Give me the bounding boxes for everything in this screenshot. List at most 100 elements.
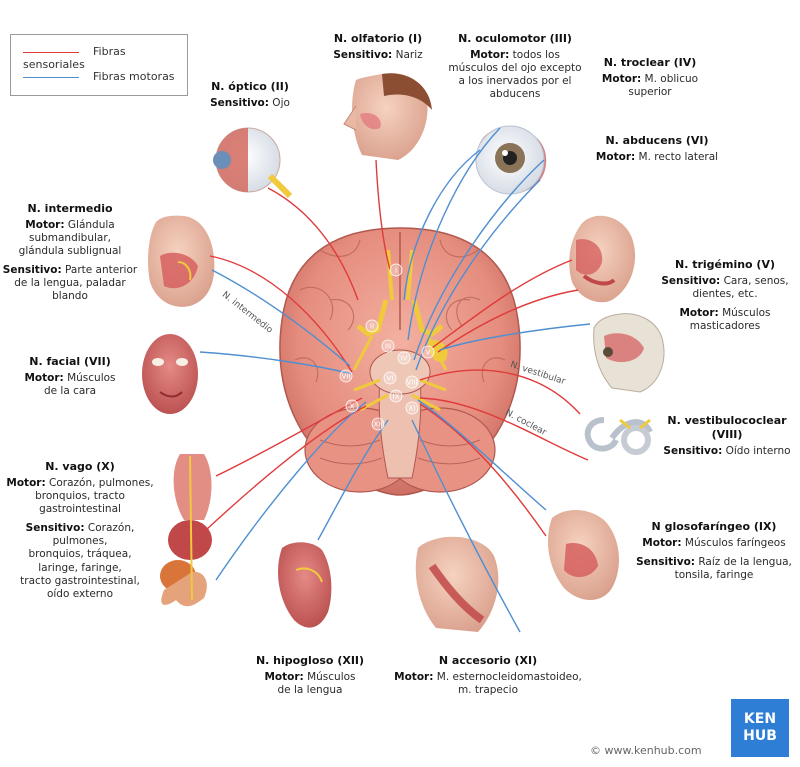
- vagus-motor-line: [215, 401, 367, 581]
- facial-title: N. facial (VII): [29, 355, 111, 368]
- olfactory-line: [375, 159, 391, 271]
- facial-key: Motor:: [24, 371, 64, 384]
- trigeminal-sensory-line: [431, 259, 573, 349]
- oculomotor-value: todos los: [509, 48, 560, 61]
- numeral-marker-bg: [381, 339, 395, 353]
- hypoglossal-line: [317, 419, 389, 541]
- trochlear-line: [407, 127, 501, 341]
- numeral-marker-xi: XI: [409, 405, 416, 413]
- numeral-marker-xii: XII: [374, 421, 383, 429]
- numeral-marker-ii: II: [370, 323, 374, 331]
- hypoglossal-value: Músculos: [303, 670, 356, 683]
- label-oculomotor: N. oculomotor (III) Motor: todos los mús…: [440, 32, 590, 101]
- numeral-marker-bg: [339, 369, 353, 383]
- label-optic: N. óptico (II) Sensitivo: Ojo: [190, 80, 310, 110]
- brain-illustration: [279, 227, 521, 496]
- numeral-marker-bg: [397, 351, 411, 365]
- numeral-marker-vii: VII: [342, 373, 351, 381]
- oculomotor-line3: a los inervados por el: [458, 75, 572, 87]
- vestibular-line: [419, 369, 581, 415]
- vagus-line7: tracto gastrointestinal,: [20, 574, 140, 587]
- trigeminal-head-illustration: [569, 215, 636, 303]
- glossopharyngeal-line3: tonsila, faringe: [674, 569, 754, 581]
- label-glossopharyngeal: N glosofaríngeo (IX) Motor: Músculos far…: [630, 520, 798, 582]
- abducens-title: N. abducens (VI): [605, 134, 709, 147]
- intermediate-line5: de la lengua, paladar: [14, 277, 126, 290]
- olfactory-title: N. olfatorio (I): [333, 32, 423, 45]
- brand-line2: HUB: [743, 728, 777, 744]
- cochlear-line: [419, 397, 589, 461]
- label-hypoglossal: N. hipogloso (XII) Motor: Músculos de la…: [250, 654, 370, 697]
- numeral-marker-bg: [389, 263, 403, 277]
- label-vestibulocochlear: N. vestibulococlear (VIII) Sensitivo: Oí…: [654, 414, 800, 458]
- numeral-marker-vi: VI: [387, 375, 394, 383]
- abducens-value: M. recto lateral: [635, 150, 719, 163]
- brand-line1: KEN: [743, 711, 777, 727]
- trochlear-value: M. oblicuo: [641, 72, 699, 85]
- vagus-line5: bronquios, tráquea,: [28, 548, 132, 561]
- legend: Fibras sensoriales Fibras motoras: [10, 34, 188, 96]
- intermediate-sensory-value: Parte anterior: [61, 264, 138, 277]
- glossopharyngeal-motor-line: [417, 399, 547, 511]
- vagus-sensory-key: Sensitivo:: [25, 522, 85, 535]
- intermediate-line2: submandibular,: [28, 231, 112, 244]
- trigeminal-motor-line: [439, 323, 591, 351]
- numeral-marker-bg: [405, 375, 419, 389]
- vestibulocochlear-key: Sensitivo:: [663, 444, 723, 457]
- vagus-motor-value: Corazón, pulmones,: [45, 476, 154, 489]
- facial-value: Músculos: [63, 371, 116, 384]
- abducens-line: [413, 159, 545, 361]
- trigeminal-motor-key: Motor:: [679, 307, 719, 319]
- accessory-key: Motor:: [394, 670, 434, 683]
- intermediate-sensory-line: [209, 255, 353, 373]
- abducens-key: Motor:: [595, 150, 636, 163]
- label-accessory: N accesorio (XI) Motor: M. esternocleido…: [388, 654, 588, 697]
- vestibulocochlear-title: N. vestibulococlear (VIII): [667, 414, 787, 441]
- numeral-marker-x: X: [350, 403, 355, 411]
- glossopharyngeal-sensory-line: [419, 403, 547, 537]
- oculomotor-line2: músculos del ojo excepto: [448, 61, 582, 74]
- intermediate-title: N. intermedio: [27, 202, 113, 215]
- neck-illustration: [415, 536, 499, 632]
- glossopharyngeal-sensory-value: Raíz de la lengua,: [695, 555, 792, 568]
- numeral-marker-viii: VIII: [407, 379, 418, 387]
- legend-sensory-label: Fibras sensoriales: [23, 45, 126, 71]
- optic-value: Ojo: [268, 96, 290, 109]
- intermediate-line6: blando: [52, 290, 88, 303]
- vagus-sensory-value: Corazón, pulmones,: [52, 522, 135, 548]
- kenhub-logo: KEN HUB: [731, 699, 789, 757]
- vagus-sensory-line-2: [205, 405, 367, 531]
- olfactory-key: Sensitivo:: [333, 48, 393, 61]
- facial-muscles-illustration: [142, 334, 198, 414]
- numeral-marker-bg: [389, 389, 403, 403]
- trochlear-line2: superior: [628, 85, 672, 98]
- olfactory-value: Nariz: [392, 48, 423, 61]
- trigeminal-sensory-line-2: [437, 289, 579, 353]
- intermediate-face-illustration: [148, 215, 215, 307]
- glossopharyngeal-sensory-key: Sensitivo:: [636, 555, 695, 568]
- trigeminal-title: N. trigémino (V): [674, 258, 776, 271]
- eyeball-optic-illustration: [213, 127, 293, 199]
- intermediate-motor-value: Glándula: [64, 218, 115, 231]
- oculomotor-key: Motor:: [470, 48, 510, 61]
- trigeminal-motor-value: Músculos: [718, 307, 771, 319]
- optic-line: [267, 187, 359, 301]
- numeral-marker-bg: [421, 345, 435, 359]
- numeral-marker-iii: III: [385, 343, 391, 351]
- vagus-line8: oído externo: [46, 587, 114, 600]
- intermediate-line3: glándula sublignual: [18, 245, 122, 257]
- vestibulocochlear-value: Oído interno: [722, 444, 791, 457]
- vagus-line3: gastrointestinal: [39, 503, 121, 515]
- trochlear-key: Motor:: [601, 72, 642, 85]
- facial-motor-line: [199, 351, 353, 375]
- label-olfactory: N. olfatorio (I) Sensitivo: Nariz: [318, 32, 438, 62]
- oculomotor-line4: abducens: [489, 88, 541, 101]
- numeral-marker-iv: IV: [401, 355, 408, 363]
- vagus-motor-key: Motor:: [6, 476, 46, 489]
- trigeminal-line2: dientes, etc.: [692, 287, 758, 300]
- nerve-connector-lines: [199, 127, 591, 633]
- copyright: © www.kenhub.com: [590, 744, 702, 757]
- inner-ear-illustration: [584, 417, 653, 455]
- abducens-line-2: [415, 179, 541, 371]
